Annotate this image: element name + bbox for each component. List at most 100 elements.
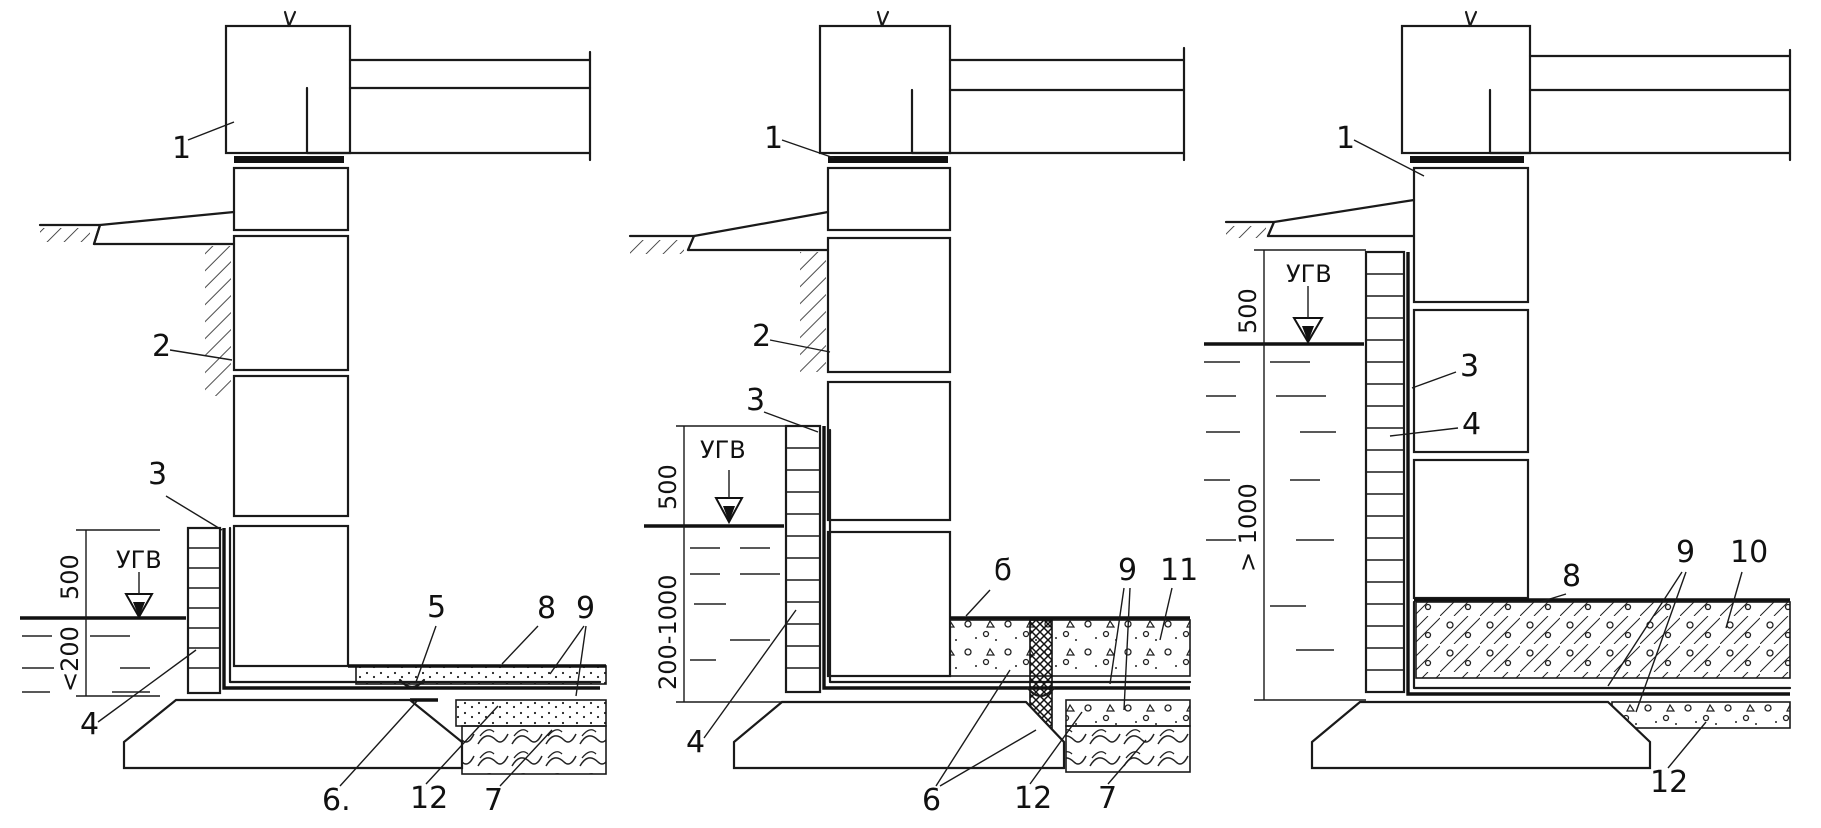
panel3-label-12: 12 <box>1650 765 1688 800</box>
panel2-gravel-bed <box>1065 725 1191 773</box>
panel2-dim-500: 500 <box>654 464 682 510</box>
panel2-floor-slab <box>910 58 1186 155</box>
panel3-waterproof-layer <box>1410 156 1524 163</box>
panel3-dim-gt1000: > 1000 <box>1234 483 1262 572</box>
panel2-soil-hatch <box>630 240 684 254</box>
panel2-soil-hatch-wall <box>800 252 826 372</box>
panel2-label-12: 12 <box>1014 781 1052 816</box>
panel1-protective-wall <box>186 526 222 695</box>
panel1-label-6: 6. <box>322 783 351 818</box>
panel3-block-c <box>1412 458 1530 600</box>
panel2-block-c <box>826 380 952 522</box>
panel1-label-4: 4 <box>80 707 99 742</box>
panel1-footing <box>122 698 464 770</box>
panel1-floor-slab <box>305 58 592 155</box>
panel3-label-1: 1 <box>1336 121 1355 156</box>
panel1-soil-hatch-wall <box>205 246 231 396</box>
panel2-brick-courses <box>786 447 820 669</box>
panel3-block-a <box>1412 166 1530 304</box>
panel2-waterproof-layer <box>828 156 948 163</box>
panel2-label-9: 9 <box>1118 553 1137 588</box>
panel1-floor-screed <box>355 665 607 685</box>
panel1-vertical-waterproofing <box>222 528 600 690</box>
panel1-compensator <box>398 678 426 689</box>
panel2-compensator <box>1026 686 1056 698</box>
panel3-label-9: 9 <box>1676 535 1695 570</box>
panel3-label-10: 10 <box>1730 535 1768 570</box>
panel2-footing <box>732 700 1066 770</box>
panel2-label-1: 1 <box>764 121 783 156</box>
panel2-block-d <box>826 530 952 678</box>
panel1-block-d <box>232 524 350 668</box>
panel1-label-12: 12 <box>410 781 448 816</box>
panel2-label-2: 2 <box>752 319 771 354</box>
panel1-label-8: 8 <box>537 591 556 626</box>
panel2-dimension <box>676 425 786 703</box>
panel3-soil-hatch <box>1226 226 1266 238</box>
panel1-wall-top-block <box>224 24 352 155</box>
panel1-label-7: 7 <box>484 783 503 818</box>
panel1-dim-500: 500 <box>56 554 84 600</box>
panel3-concrete-slab <box>1415 601 1791 679</box>
panel2-blind-area <box>686 210 830 252</box>
panel1-waterproof-layer <box>234 156 344 163</box>
panel2-vertical-waterproofing <box>822 426 1190 690</box>
panel3-dimension <box>1254 249 1366 701</box>
panel1-dim-lt200: <200 <box>56 626 84 692</box>
panel1-label-5: 5 <box>427 590 446 625</box>
panel1-water-triangle-fill <box>133 602 145 617</box>
panel2-block-b <box>826 236 952 374</box>
panel1-block-a <box>232 166 350 232</box>
panel3-groundwater <box>1204 342 1364 651</box>
panel1-label-1: 1 <box>172 131 191 166</box>
panel2-waterproofing-inner <box>828 428 1192 684</box>
panel3-break-mark <box>1464 10 1478 28</box>
panel3-ugv-label: УГВ <box>1286 260 1332 288</box>
panel1-break-mark <box>283 10 297 28</box>
panel2-label-3: 3 <box>746 383 765 418</box>
panel3-waterproofing-inner <box>1412 600 1792 690</box>
panel1-underlayer <box>455 699 607 727</box>
panel2-water-triangle-fill <box>723 506 735 522</box>
panel-2: УГВ 500 200-1000 1 2 3 4 6 12 7 ϭ 9 11 <box>628 10 1198 818</box>
panel1-label-9: 9 <box>576 591 595 626</box>
panel-1: УГВ 500 <200 1 2 3 4 5 6. 12 7 8 9 <box>20 10 607 818</box>
panel3-wall-top-block <box>1400 24 1532 155</box>
panel1-blind-area <box>92 210 236 246</box>
panel2-wall-top-block <box>818 24 952 155</box>
panel2-dim-200-1000: 200-1000 <box>654 574 682 690</box>
panel2-label-11: 11 <box>1160 553 1198 588</box>
panel3-floor-slab <box>1488 54 1792 155</box>
panel1-label-2: 2 <box>152 329 171 364</box>
panel2-ugv-label: УГВ <box>700 436 746 464</box>
panel2-label-6: 6 <box>922 783 941 818</box>
panel2-break-mark <box>876 10 890 28</box>
panel1-label-3: 3 <box>148 457 167 492</box>
panel1-dimension <box>76 529 160 697</box>
panel2-concrete-slab <box>949 619 1191 677</box>
panel-3: УГВ 500 > 1000 1 3 4 8 9 10 12 <box>1204 10 1792 800</box>
panel3-dim-500: 500 <box>1234 288 1262 334</box>
panel3-blind-area <box>1266 198 1416 238</box>
panel2-label-4: 4 <box>686 725 705 760</box>
panel1-brick-courses <box>188 547 220 669</box>
panel1-ugv-label: УГВ <box>116 546 162 574</box>
panel1-block-b <box>232 234 350 372</box>
panel3-label-3: 3 <box>1460 349 1479 384</box>
panel2-label-8: ϭ <box>994 553 1012 588</box>
panel3-label-8: 8 <box>1562 559 1581 594</box>
panel3-brick-courses <box>1366 273 1404 671</box>
panel1-groundwater <box>20 616 186 693</box>
panel3-vertical-waterproofing <box>1406 252 1790 696</box>
panel3-label-4: 4 <box>1462 407 1481 442</box>
panel3-water-triangle-fill <box>1302 326 1314 342</box>
panel2-block-a <box>826 166 952 232</box>
panel3-footing <box>1310 700 1652 770</box>
panel2-groundwater <box>644 524 784 661</box>
panel2-underlayer <box>1065 699 1191 727</box>
panel2-protective-wall <box>784 424 822 694</box>
panel2-label-7: 7 <box>1098 781 1117 816</box>
panel1-soil-hatch <box>40 228 90 242</box>
panel1-block-c <box>232 374 350 518</box>
